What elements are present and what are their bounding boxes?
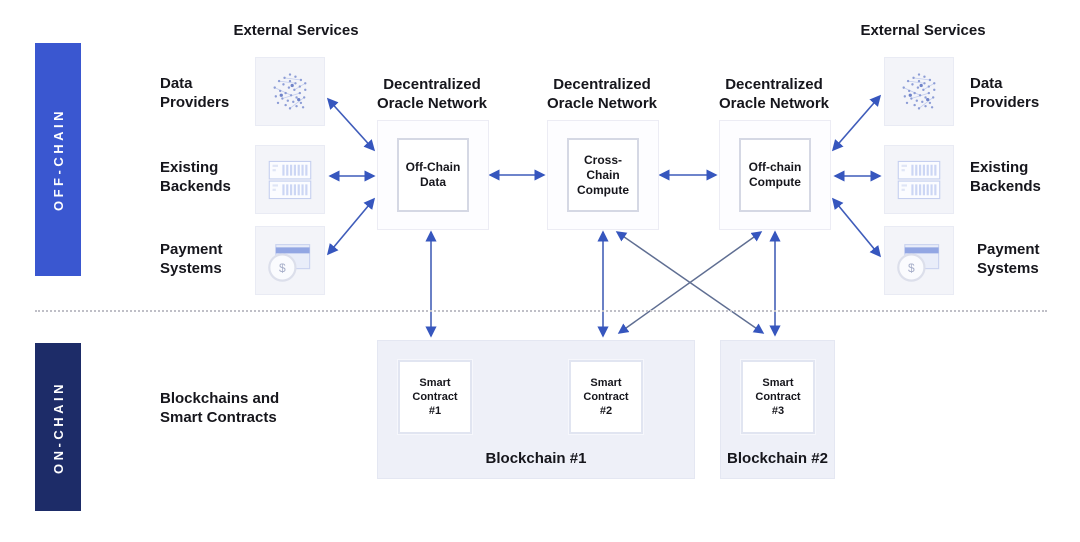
blockchain2-box: Smart Contract #3 Blockchain #2 xyxy=(720,340,835,479)
smart-contract-2: Smart Contract #2 xyxy=(569,360,643,434)
data-providers-icon xyxy=(273,72,307,110)
arrow-don3-smartcontract2 xyxy=(617,231,763,334)
onchain-label: ON-CHAIN xyxy=(50,380,66,474)
arrow-payments-don1 xyxy=(326,197,376,256)
don2-title: Decentralized Oracle Network xyxy=(546,76,658,112)
existing-backends-label-right: Existing Backends xyxy=(970,159,1041,195)
don-to-chain-cross-arrows xyxy=(615,231,765,334)
smart-contract-3: Smart Contract #3 xyxy=(741,360,815,434)
blockchains-section-label: Blockchains and Smart Contracts xyxy=(160,390,280,426)
payment-card-icon: $ xyxy=(268,243,311,282)
offchain-bar: OFF-CHAIN xyxy=(35,43,81,276)
arrow-don2-blockchain2 xyxy=(615,231,765,334)
payment-card-icon: $ xyxy=(897,243,940,282)
don3-box: Off-chain Compute xyxy=(719,120,831,230)
data-providers-label-right: Data Providers xyxy=(970,75,1040,111)
data-providers-tile-right xyxy=(884,57,954,126)
smart-contract-1: Smart Contract #1 xyxy=(398,360,472,434)
don1-box: Off-Chain Data xyxy=(377,120,489,230)
payment-systems-tile-right: $ xyxy=(884,226,954,295)
arrow-don3-payments xyxy=(831,197,882,258)
don1-title: Decentralized Oracle Network xyxy=(376,76,488,112)
existing-backends-tile-left xyxy=(255,145,325,214)
dollar-sign: $ xyxy=(908,260,915,274)
payment-systems-tile-left: $ xyxy=(255,226,325,295)
blockchain1-label: Blockchain #1 xyxy=(485,450,587,467)
server-rack-icon xyxy=(897,160,941,199)
offchain-label: OFF-CHAIN xyxy=(50,108,66,211)
external-services-title-left: External Services xyxy=(233,22,359,39)
server-rack-icon xyxy=(268,160,312,199)
data-providers-icon xyxy=(902,72,936,110)
blockchain1-box: Smart Contract #1 Smart Contract #2 Bloc… xyxy=(377,340,695,479)
dollar-sign: $ xyxy=(279,260,286,274)
existing-backends-tile-right xyxy=(884,145,954,214)
data-providers-tile-left xyxy=(255,57,325,126)
external-services-title-right: External Services xyxy=(860,22,986,39)
off-chain-data-node: Off-Chain Data xyxy=(397,138,469,212)
blockchain2-label: Blockchain #2 xyxy=(727,450,828,467)
onchain-bar: ON-CHAIN xyxy=(35,343,81,511)
cross-chain-compute-node: Cross-Chain Compute xyxy=(567,138,639,212)
off-chain-compute-node: Off-chain Compute xyxy=(739,138,811,212)
don-to-chain-vertical-arrows xyxy=(425,230,781,338)
payment-systems-label-right: Payment Systems xyxy=(977,241,1040,277)
payment-systems-label-left: Payment Systems xyxy=(160,241,223,277)
existing-backends-label-left: Existing Backends xyxy=(160,159,231,195)
don2-box: Cross-Chain Compute xyxy=(547,120,659,230)
don3-title: Decentralized Oracle Network xyxy=(718,76,830,112)
data-providers-label-left: Data Providers xyxy=(160,75,230,111)
chain-boundary-divider xyxy=(35,310,1047,312)
